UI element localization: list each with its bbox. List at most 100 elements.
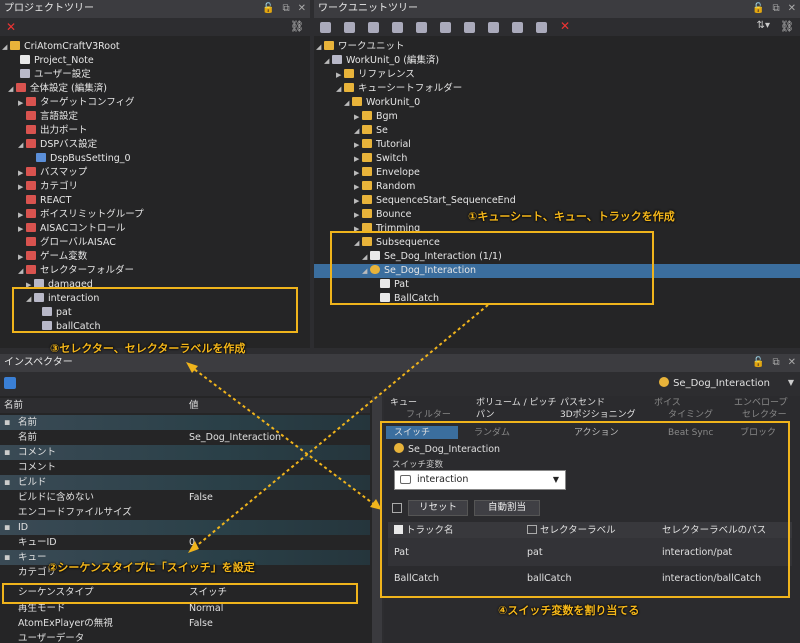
close-icon[interactable]: ✕ — [787, 357, 796, 368]
tree-item[interactable]: ◢キューシートフォルダー — [336, 83, 463, 94]
tree-item[interactable]: ◢ワークユニット — [316, 41, 405, 52]
tree-item[interactable]: DspBusSetting_0 — [36, 152, 131, 166]
tab-volume-pitch[interactable]: ボリューム / ピッチ — [476, 398, 557, 408]
new-aisac-icon[interactable] — [464, 22, 475, 33]
tab-action[interactable]: アクション — [574, 428, 619, 438]
tab-block[interactable]: ブロック — [740, 428, 777, 438]
float-icon[interactable]: ⧉ — [282, 3, 290, 14]
float-icon[interactable]: ⧉ — [772, 3, 780, 14]
tree-item[interactable]: ◢全体設定 (編集済) — [8, 83, 107, 94]
link-icon[interactable]: ⛓ — [780, 20, 794, 33]
tree-item[interactable]: ▶Tutorial — [354, 139, 411, 150]
tree-item[interactable]: ▶カテゴリ — [18, 181, 79, 192]
new-cue-icon[interactable] — [320, 22, 331, 33]
tab-pan[interactable]: パン — [476, 410, 495, 420]
sort-icon[interactable]: ⇅▾ — [756, 20, 770, 31]
tree-item[interactable]: ▶Random — [354, 181, 416, 192]
section-comment[interactable]: ▪コメント — [0, 445, 370, 460]
dropdown-icon[interactable]: ▼ — [787, 378, 794, 387]
list-view-icon[interactable] — [4, 377, 16, 389]
property-row[interactable]: ユーザーデータ — [18, 633, 85, 643]
tree-item[interactable]: ◢CriAtomCraftV3Root — [2, 41, 120, 52]
tree-item[interactable]: ◢Subsequence — [354, 237, 440, 248]
float-icon[interactable]: ⧉ — [772, 357, 780, 368]
tree-item[interactable]: ▶damaged — [26, 279, 93, 290]
table-header — [388, 522, 792, 538]
section-cue[interactable]: ▪キュー — [0, 550, 370, 565]
delete-icon[interactable]: ✕ — [560, 19, 571, 33]
tree-item[interactable]: 出力ポート — [18, 124, 88, 138]
tree-item[interactable]: ◢DSPバス設定 — [18, 139, 98, 150]
tab-selector[interactable]: セレクター — [742, 410, 787, 420]
tree-item[interactable]: BallCatch — [380, 292, 439, 306]
tree-item[interactable]: ballCatch — [42, 320, 101, 334]
tab-random[interactable]: ランダム — [474, 428, 511, 438]
tree-item[interactable]: ▶ターゲットコンフィグ — [18, 97, 135, 108]
tree-item[interactable]: ▶Trimming — [354, 223, 421, 234]
new-sequence-icon[interactable] — [392, 22, 403, 33]
cell-label[interactable]: pat — [527, 547, 543, 558]
tree-item[interactable]: ◢セレクターフォルダー — [18, 265, 135, 276]
new-action-icon[interactable] — [440, 22, 451, 33]
tree-item[interactable]: ▶Envelope — [354, 167, 420, 178]
tree-item[interactable]: ◢WorkUnit_0 (編集済) — [324, 55, 440, 66]
tree-item[interactable]: ▶ボイスリミットグループ — [18, 209, 144, 220]
new-link-icon[interactable] — [536, 22, 547, 33]
tree-item[interactable]: ▶Bounce — [354, 209, 412, 220]
link-icon[interactable]: ⛓ — [290, 20, 304, 33]
property-row[interactable]: カテゴリ — [18, 567, 57, 578]
tab-bus-send[interactable]: パスセンド — [560, 398, 606, 408]
tree-item[interactable]: ▶AISACコントロール — [18, 223, 126, 234]
tree-item[interactable]: ◢interaction — [26, 293, 100, 304]
cell-label[interactable]: ballCatch — [527, 573, 572, 584]
tree-item[interactable]: ▶Bgm — [354, 111, 398, 122]
tree-item[interactable]: REACT — [18, 194, 71, 208]
tab-3d-positioning[interactable]: 3Dポジショニング — [560, 410, 636, 420]
tab-timing[interactable]: タイミング — [668, 410, 714, 420]
tree-item[interactable]: Project_Note — [20, 54, 94, 68]
lock-icon[interactable]: 🔓 — [752, 3, 765, 14]
tab-voice[interactable]: ボイス — [654, 398, 681, 408]
section-build[interactable]: ▪ビルド — [0, 475, 370, 490]
section-name[interactable]: ▪名前 — [0, 415, 370, 430]
tree-item[interactable]: ▶Switch — [354, 153, 408, 164]
property-row[interactable]: コメント — [18, 462, 57, 473]
tab-filter[interactable]: フィルター — [406, 410, 451, 420]
tab-cue[interactable]: キュー — [390, 398, 418, 408]
section-id[interactable]: ▪ID — [0, 520, 370, 535]
close-icon[interactable]: ✕ — [297, 3, 306, 14]
tree-item[interactable]: ◢Se_Dog_Interaction (1/1) — [362, 251, 502, 262]
tree-item[interactable]: ▶ゲーム変数 — [18, 251, 88, 262]
property-row-sequence-type[interactable]: シーケンスタイプスイッチ — [18, 587, 228, 598]
tree-item[interactable]: ユーザー設定 — [20, 68, 91, 82]
close-icon[interactable]: ✕ — [787, 3, 796, 14]
tab-beat-sync[interactable]: Beat Sync — [668, 428, 714, 438]
tree-item[interactable]: pat — [42, 306, 72, 320]
new-folder-icon[interactable] — [488, 22, 499, 33]
tree-item[interactable]: Pat — [380, 278, 409, 292]
property-row[interactable]: エンコードファイルサイズ — [18, 507, 132, 518]
new-item-icon[interactable] — [512, 22, 523, 33]
tree-item[interactable]: ▶リファレンス — [336, 69, 415, 80]
tree-item[interactable]: ◢WorkUnit_0 — [344, 97, 421, 108]
new-track-icon[interactable] — [344, 22, 355, 33]
tree-item[interactable]: グローバルAISAC — [18, 236, 116, 250]
tree-item[interactable]: ▶SequenceStart_SequenceEnd — [354, 195, 516, 206]
auto-assign-button[interactable]: 自動割当 — [474, 500, 540, 516]
new-block-icon[interactable] — [416, 22, 427, 33]
lock-icon[interactable]: 🔓 — [262, 3, 275, 14]
tree-item[interactable]: ▶バスマップ — [18, 167, 88, 178]
new-waveform-icon[interactable] — [368, 22, 379, 33]
tree-item-selected[interactable]: ◢Se_Dog_Interaction — [314, 264, 800, 278]
tree-item[interactable]: 言語設定 — [18, 110, 78, 124]
delete-icon[interactable]: ✕ — [6, 20, 17, 34]
tab-envelope[interactable]: エンベロープ — [734, 398, 788, 408]
tree-item[interactable]: ◢Se — [354, 125, 388, 136]
lock-icon[interactable]: 🔓 — [752, 357, 765, 368]
table-row[interactable] — [388, 566, 792, 594]
